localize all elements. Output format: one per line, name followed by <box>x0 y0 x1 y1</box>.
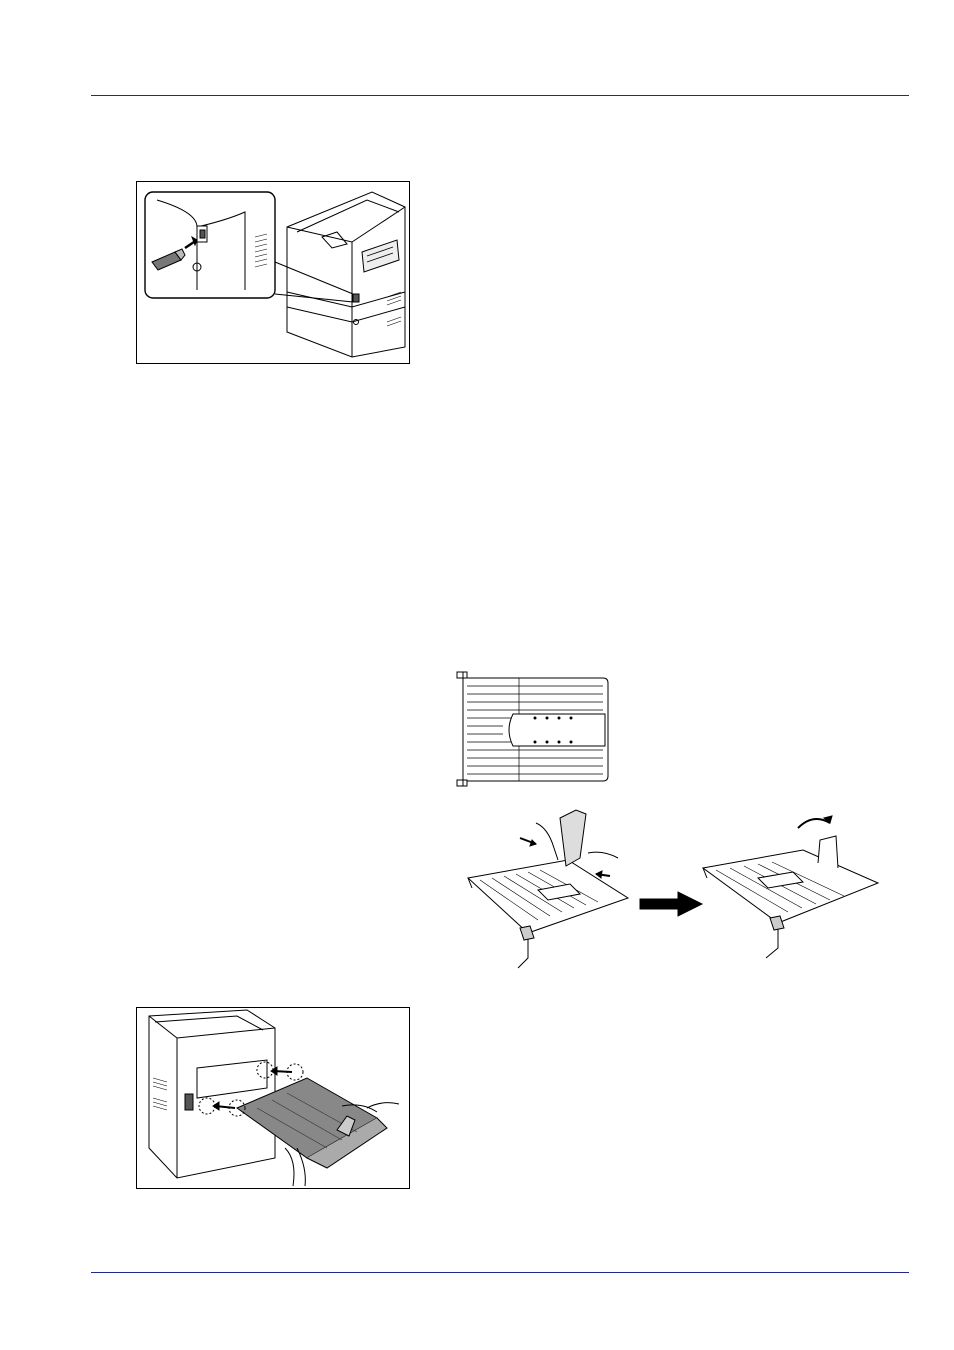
usb-memory-insert-illustration <box>144 191 406 358</box>
usb-memory-figure <box>136 181 410 364</box>
output-tray-top-view-illustration <box>456 671 609 787</box>
footer-rule <box>91 1272 909 1273</box>
output-tray-top-view-figure <box>453 668 613 790</box>
rear-tray-attach-figure <box>136 1007 410 1189</box>
rear-tray-attach-illustration <box>148 1009 400 1187</box>
stopper-open-sequence-illustration <box>466 809 880 969</box>
stopper-open-sequence-figure <box>458 808 888 973</box>
header-rule <box>91 95 909 96</box>
